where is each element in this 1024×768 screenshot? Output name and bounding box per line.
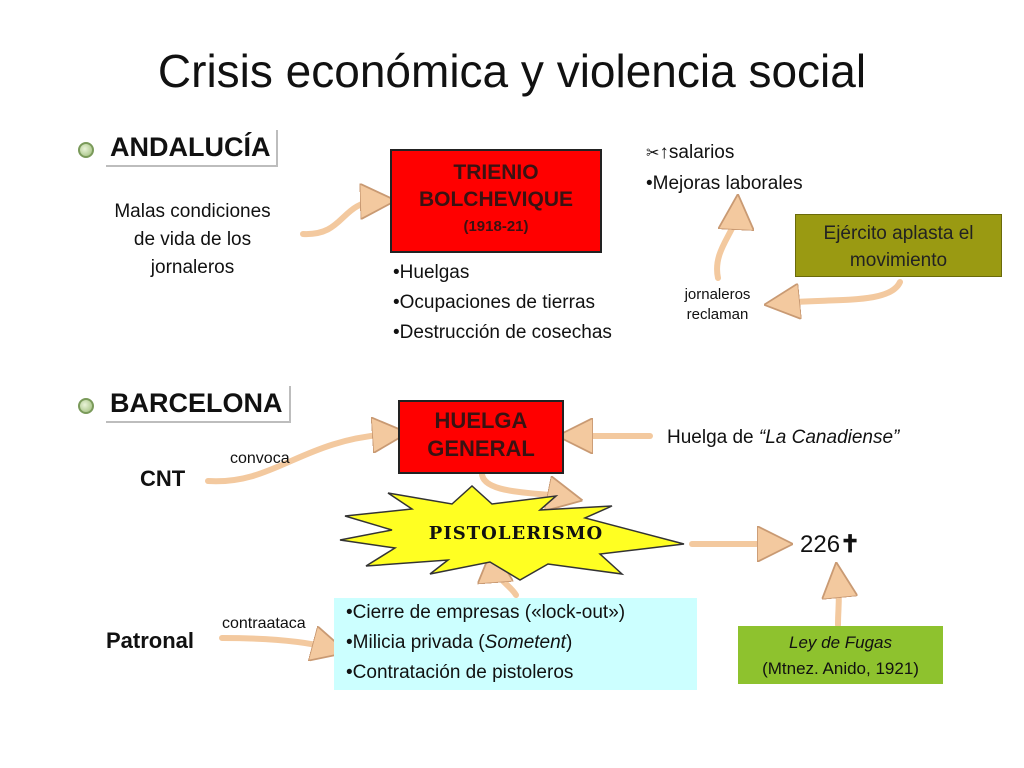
list-item: •Contratación de pistoleros	[346, 662, 574, 683]
trienio-title-line: BOLCHEVIQUE	[418, 188, 573, 211]
army-line: movimiento	[849, 250, 948, 271]
gains-salarios-line: ✂↑salarios	[646, 138, 803, 169]
pistolerismo-label: PISTOLERISMO	[428, 523, 604, 544]
list-item: •Huelgas	[393, 262, 470, 283]
canadiense-prefix: Huelga de	[667, 427, 759, 448]
andalucia-cause: Malas condiciones de vida de los jornale…	[80, 198, 305, 282]
strike-line: HUELGA	[434, 408, 528, 433]
cause-line: de vida de los	[133, 229, 252, 250]
up-arrow-icon: ↑	[659, 142, 669, 163]
trienio-years: (1918-21)	[463, 218, 529, 235]
army-line: Ejército aplasta el	[823, 223, 974, 244]
convoca-label: convoca	[230, 450, 290, 467]
contraataca-label: contraataca	[222, 615, 306, 632]
reclaim-line: jornaleros	[684, 286, 751, 303]
patronal-measures-box: •Cierre de empresas («lock-out») •Milici…	[334, 598, 697, 690]
militia-name: Sometent	[484, 632, 566, 653]
arrow-army-to-reclaim	[782, 279, 903, 303]
canadiense-label: Huelga de “La Canadiense”	[667, 424, 899, 452]
gains-mejoras: •Mejoras laborales	[646, 173, 803, 194]
jornaleros-reclaman: jornaleros reclaman	[670, 285, 765, 325]
militia-prefix: •Milicia privada (	[346, 632, 485, 653]
arrow-reclaim-to-gains	[714, 212, 737, 281]
reclaim-line: reclaman	[686, 306, 749, 323]
page-title: Crisis económica y violencia social	[157, 45, 867, 97]
andalucia-actions-list: •Huelgas •Ocupaciones de tierras •Destru…	[393, 258, 612, 348]
list-item: •Destrucción de cosechas	[393, 322, 612, 343]
cnt-label: CNT	[140, 466, 186, 491]
ley-title: Ley de Fugas	[788, 633, 892, 652]
bullet-barcelona-icon	[78, 398, 94, 414]
arrow-ley-to-deaths	[838, 580, 839, 628]
trienio-bolchevique-box: TRIENIO BOLCHEVIQUE (1918-21)	[390, 149, 602, 253]
cause-line: Malas condiciones	[114, 201, 271, 222]
star-burst-shape	[339, 484, 685, 581]
andalucia-gains: ✂↑salarios •Mejoras laborales	[646, 138, 803, 199]
ley-detail: (Mtnez. Anido, 1921)	[762, 659, 919, 678]
list-item: •Ocupaciones de tierras	[393, 292, 596, 313]
arrow-conditions-to-trienio	[300, 201, 378, 238]
list-item: •Cierre de empresas («lock-out»)	[346, 602, 626, 623]
ejercito-box: Ejército aplasta el movimiento	[795, 214, 1002, 277]
list-item: •Milicia privada (Sometent)	[346, 628, 697, 658]
militia-suffix: )	[565, 632, 573, 653]
trienio-title-line: TRIENIO	[453, 161, 539, 184]
arrow-cnt-to-strike	[205, 434, 390, 485]
strike-line: GENERAL	[427, 436, 535, 461]
gains-salarios: salarios	[668, 142, 735, 163]
bullet-andalucia-icon	[78, 142, 94, 158]
canadiense-name: “La Canadiense”	[758, 427, 900, 448]
ley-de-fugas-box: Ley de Fugas (Mtnez. Anido, 1921)	[738, 626, 943, 684]
section-label-andalucia: ANDALUCÍA	[106, 130, 279, 167]
cause-line: jornaleros	[150, 257, 235, 278]
arrow-patronal-to-measures	[219, 638, 330, 648]
patronal-label: Patronal	[106, 628, 195, 653]
section-label-barcelona: BARCELONA	[106, 386, 291, 423]
scissors-icon: ✂	[646, 145, 660, 162]
arrow-measures-to-pistolerismo	[494, 565, 519, 598]
deaths-count: 226	[800, 531, 841, 558]
deaths-count-row: 226✝	[800, 530, 860, 559]
huelga-general-box: HUELGA GENERAL	[398, 400, 564, 474]
cross-icon: ✝	[840, 531, 861, 558]
